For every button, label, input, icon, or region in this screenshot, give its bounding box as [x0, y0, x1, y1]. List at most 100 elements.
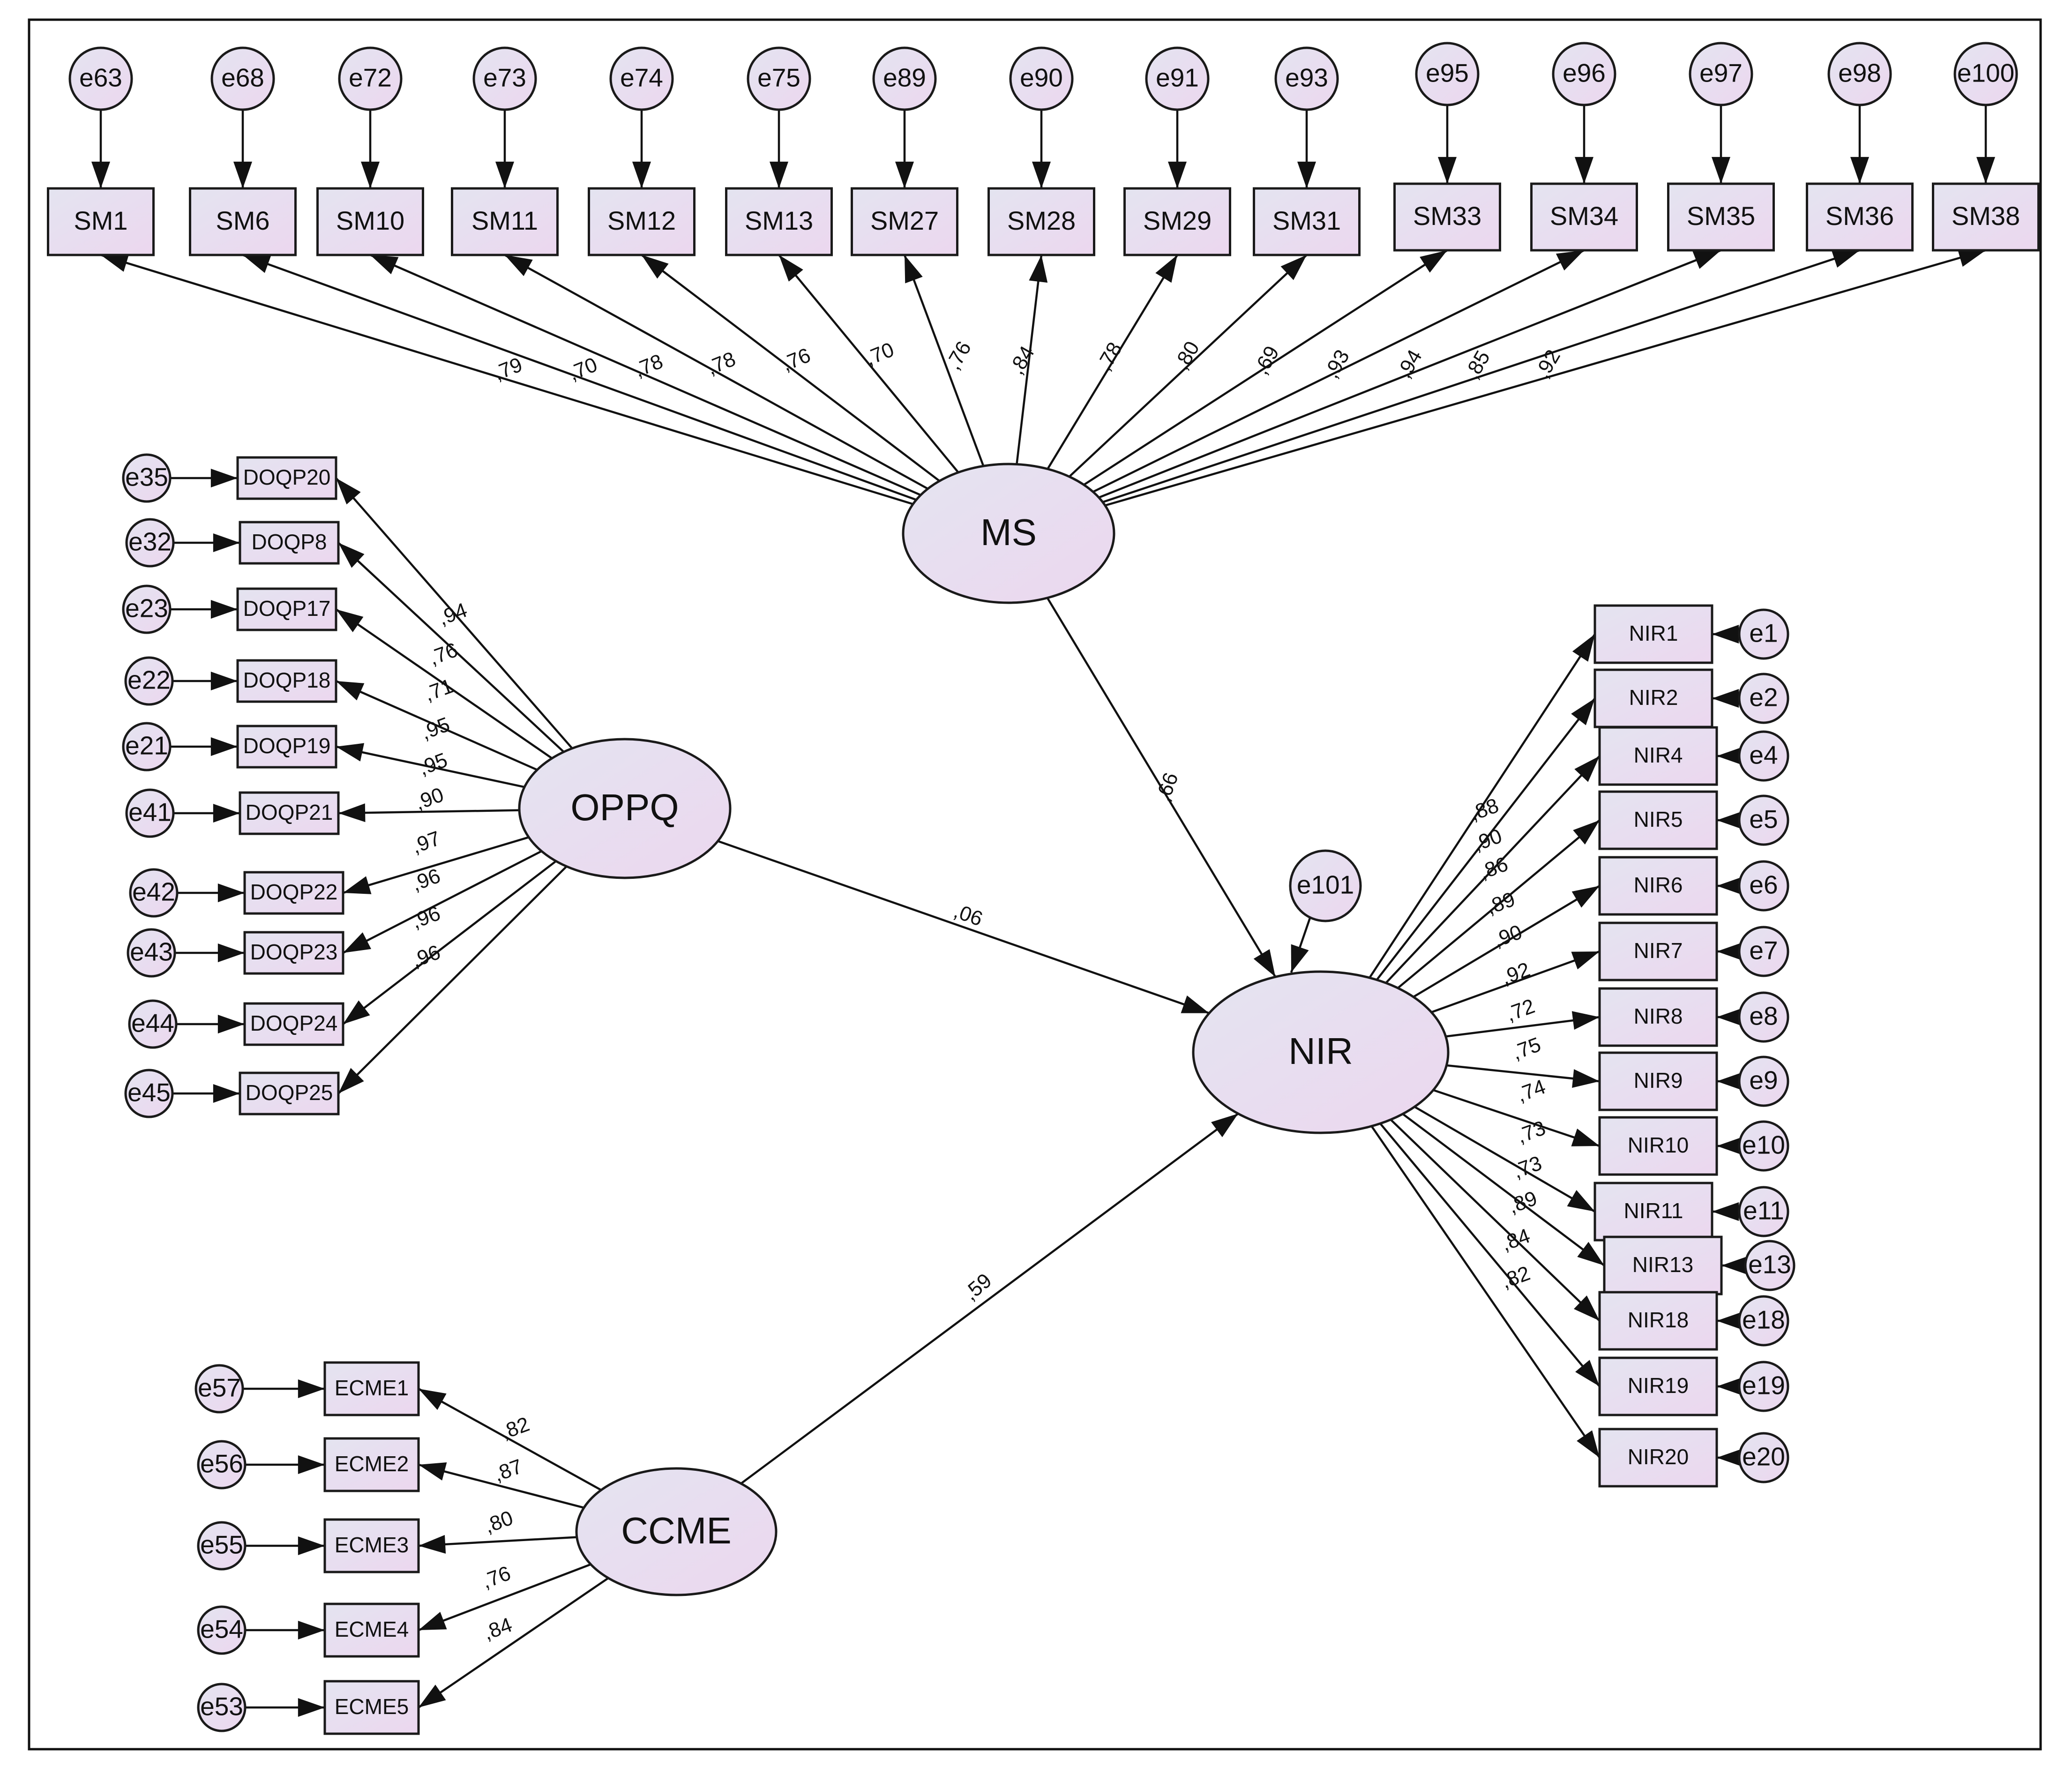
error-label-e75: e75 — [757, 63, 800, 92]
observed-label-nir4: NIR4 — [1634, 743, 1683, 767]
error-label-e96: e96 — [1563, 59, 1606, 88]
latent-ccme-ellipse — [575, 1467, 778, 1596]
error-label-e23: e23 — [125, 594, 168, 623]
error-label-e91: e91 — [1156, 63, 1199, 92]
observed-box-nir5 — [1598, 790, 1718, 850]
error-circle-e19 — [1738, 1361, 1789, 1412]
observed-label-nir13: NIR13 — [1632, 1252, 1693, 1277]
error-circle-e98 — [1827, 42, 1892, 106]
observed-box-ecme4 — [323, 1602, 420, 1658]
error-label-e98: e98 — [1838, 59, 1881, 88]
structural-path-oppq-to-nir — [717, 840, 1210, 1014]
loading-path-sm13 — [778, 254, 959, 473]
error-label-e35: e35 — [125, 463, 168, 492]
loading-path-doqp20 — [335, 477, 573, 749]
error-label-e97: e97 — [1699, 59, 1743, 88]
loading-path-sm29 — [1047, 254, 1178, 470]
error-label-e90: e90 — [1020, 63, 1063, 92]
error-circle-e57 — [194, 1364, 244, 1414]
observed-label-ecme2: ECME2 — [335, 1452, 409, 1476]
observed-box-nir11 — [1593, 1182, 1713, 1242]
error-label-e42: e42 — [132, 877, 175, 906]
loading-path-sm31 — [1069, 254, 1308, 478]
error-circle-e1 — [1738, 608, 1789, 660]
error-circle-e96 — [1552, 42, 1616, 106]
loading-path-nir13 — [1402, 1113, 1605, 1266]
observed-label-doqp24: DOQP24 — [250, 1011, 338, 1035]
observed-label-sm35: SM35 — [1687, 201, 1755, 231]
loading-path-ecme4 — [418, 1563, 591, 1632]
loading-path-nir19 — [1379, 1123, 1601, 1387]
observed-label-nir19: NIR19 — [1628, 1373, 1689, 1398]
error-circle-e8 — [1738, 991, 1789, 1043]
latent-oppq-label: OPPQ — [570, 786, 679, 828]
observed-box-doqp20 — [236, 456, 337, 500]
structural-path-ccme-to-nir — [740, 1113, 1239, 1485]
loading-path-nir1 — [1369, 633, 1596, 979]
loading-path-sm27 — [903, 255, 985, 467]
structural-path-ms-to-nir — [1046, 597, 1277, 978]
loading-path-doqp25 — [337, 865, 568, 1094]
observed-box-sm27 — [851, 187, 958, 256]
error-label-e6: e6 — [1749, 870, 1778, 899]
error-label-e43: e43 — [130, 937, 173, 966]
error-circle-e18 — [1738, 1295, 1789, 1347]
observed-label-nir11: NIR11 — [1624, 1198, 1683, 1223]
observed-box-nir2 — [1593, 668, 1713, 728]
observed-box-sm34 — [1530, 182, 1638, 252]
error-circle-e2 — [1738, 673, 1789, 724]
error-label-e72: e72 — [349, 63, 392, 92]
error-circle-e97 — [1689, 42, 1753, 106]
observed-label-sm33: SM33 — [1413, 201, 1481, 231]
observed-box-nir6 — [1598, 856, 1718, 916]
loading-path-nir18 — [1390, 1119, 1601, 1322]
observed-box-sm29 — [1123, 187, 1231, 256]
loading-path-ecme3 — [418, 1535, 577, 1554]
observed-label-sm11: SM11 — [471, 206, 538, 235]
error-circle-e11 — [1738, 1186, 1789, 1237]
error-label-e57: e57 — [198, 1373, 241, 1402]
loading-path-doqp21 — [338, 803, 520, 823]
observed-label-sm38: SM38 — [1952, 201, 2020, 231]
error-circle-e42 — [129, 868, 179, 918]
loading-path-doqp23 — [342, 850, 542, 954]
loading-path-ecme1 — [418, 1388, 602, 1491]
observed-label-sm34: SM34 — [1550, 201, 1618, 231]
loading-path-doqp24 — [342, 860, 557, 1025]
error-circle-e63 — [68, 46, 133, 111]
observed-box-doqp8 — [239, 521, 340, 565]
observed-box-ecme2 — [323, 1437, 420, 1492]
observed-label-sm36: SM36 — [1825, 201, 1894, 231]
error-circle-e68 — [210, 46, 275, 111]
error-circle-e21 — [122, 722, 172, 771]
observed-box-sm36 — [1806, 182, 1914, 252]
loading-path-doqp18 — [336, 680, 538, 771]
observed-label-nir5: NIR5 — [1634, 807, 1683, 831]
error-circle-e91 — [1145, 46, 1210, 111]
error-circle-e89 — [872, 46, 937, 111]
error-circle-e43 — [127, 928, 176, 978]
error-circle-e35 — [122, 453, 172, 503]
error-label-e2: e2 — [1749, 683, 1778, 712]
observed-box-nir18 — [1598, 1291, 1718, 1351]
error-circle-e56 — [197, 1440, 247, 1490]
observed-label-doqp19: DOQP19 — [243, 734, 331, 758]
loading-path-ecme2 — [418, 1462, 584, 1509]
latent-ms-ellipse — [902, 463, 1115, 604]
error-circle-e73 — [472, 46, 537, 111]
observed-box-sm12 — [588, 187, 696, 256]
error-label-e9: e9 — [1749, 1066, 1778, 1095]
observed-label-sm31: SM31 — [1272, 206, 1341, 235]
error-circle-e9 — [1738, 1056, 1789, 1107]
error-label-e32: e32 — [128, 527, 172, 556]
loading-path-nir6 — [1413, 885, 1601, 998]
observed-box-doqp19 — [236, 725, 337, 769]
observed-box-nir8 — [1598, 987, 1718, 1047]
error-circle-e54 — [197, 1605, 247, 1655]
observed-box-nir7 — [1598, 921, 1718, 981]
observed-box-sm35 — [1667, 182, 1775, 252]
observed-label-nir7: NIR7 — [1634, 938, 1683, 963]
loading-path-nir7 — [1431, 950, 1600, 1013]
loading-path-ecme5 — [418, 1577, 609, 1708]
error-label-e100: e100 — [1957, 59, 2014, 88]
